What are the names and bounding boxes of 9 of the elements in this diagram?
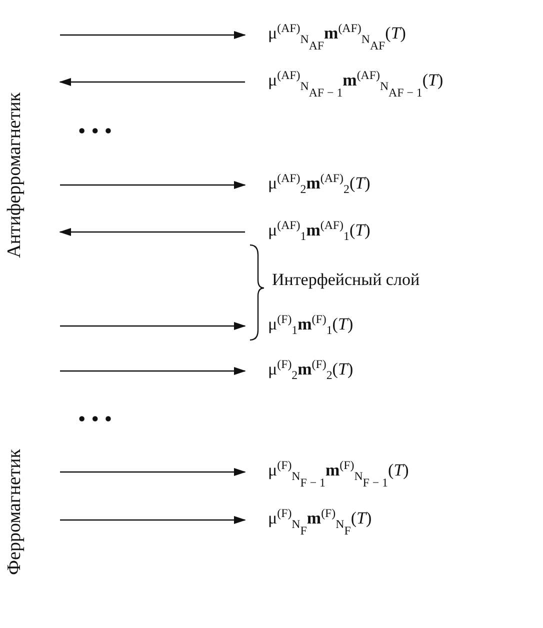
magnetic-moment-formula: μ$^{(AF)}$$_{1}$m$^{(AF)}$$_{1}$(T): [268, 218, 370, 244]
magnetic-moment-formula: μ$^{(F)}$$_{1}$m$^{(F)}$$_{1}$(T): [268, 312, 354, 338]
ellipsis: • • •: [78, 406, 112, 432]
interface-layer-label: Интерфейсный слой: [272, 270, 420, 290]
magnetic-moment-formula: μ$^{(F)}$$_{2}$m$^{(F)}$$_{2}$(T): [268, 357, 354, 384]
ellipsis: • • •: [78, 118, 112, 144]
material-label: Антиферромагнетик: [4, 92, 26, 258]
material-label: Ферромагнетик: [4, 448, 26, 575]
magnetic-moment-formula: μ$^{(AF)}$$_{2}$m$^{(AF)}$$_{2}$(T): [268, 171, 370, 198]
